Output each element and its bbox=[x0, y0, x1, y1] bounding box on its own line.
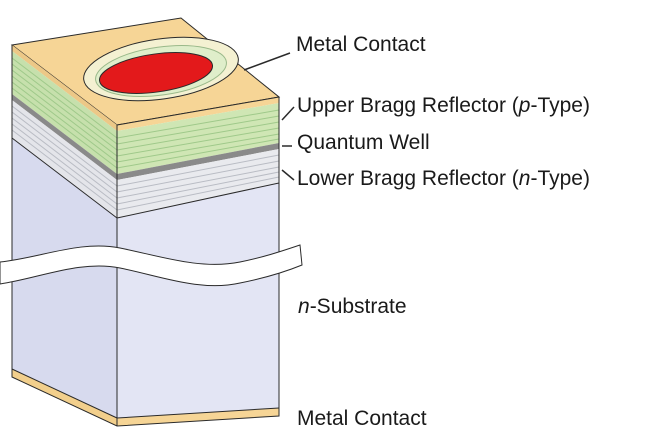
leader-lines bbox=[243, 52, 295, 181]
label-quantum-well: Quantum Well bbox=[297, 131, 430, 154]
upper-bragg-left-lines bbox=[11, 57, 118, 169]
label-metal-contact-top: Metal Contact bbox=[296, 33, 426, 56]
top-metal-contact-left-side bbox=[12, 45, 117, 131]
lower-bragg-front bbox=[117, 149, 279, 218]
quantum-well-front bbox=[117, 143, 279, 180]
label-n-substrate: n-Substrate bbox=[298, 295, 407, 318]
label-lower-bragg-reflector: Lower Bragg Reflector (n-Type) bbox=[297, 167, 590, 190]
top-metal-contact-front bbox=[117, 97, 279, 131]
emission-spot bbox=[98, 52, 214, 94]
upper-bragg-front-lines bbox=[116, 109, 280, 169]
leader-metal-contact-top bbox=[243, 52, 291, 71]
quantum-well-left-side bbox=[12, 94, 117, 180]
bottom-metal-contact-front bbox=[117, 408, 279, 426]
substrate-left-side bbox=[12, 138, 117, 418]
leader-lower-bragg bbox=[281, 169, 295, 181]
label-upper-bragg-reflector: Upper Bragg Reflector (p-Type) bbox=[297, 94, 590, 117]
upper-bragg-front bbox=[117, 103, 279, 174]
substrate-break bbox=[0, 244, 303, 287]
bottom-metal-contact-left-side bbox=[12, 369, 117, 426]
label-metal-contact-bottom: Metal Contact bbox=[297, 407, 427, 430]
lower-bragg-left-lines bbox=[11, 105, 118, 211]
substrate-front bbox=[117, 183, 279, 418]
lower-bragg-front-lines bbox=[116, 154, 280, 211]
upper-bragg-left-side bbox=[12, 51, 117, 174]
leader-upper-bragg bbox=[281, 106, 295, 121]
lower-bragg-left-side bbox=[12, 100, 117, 218]
